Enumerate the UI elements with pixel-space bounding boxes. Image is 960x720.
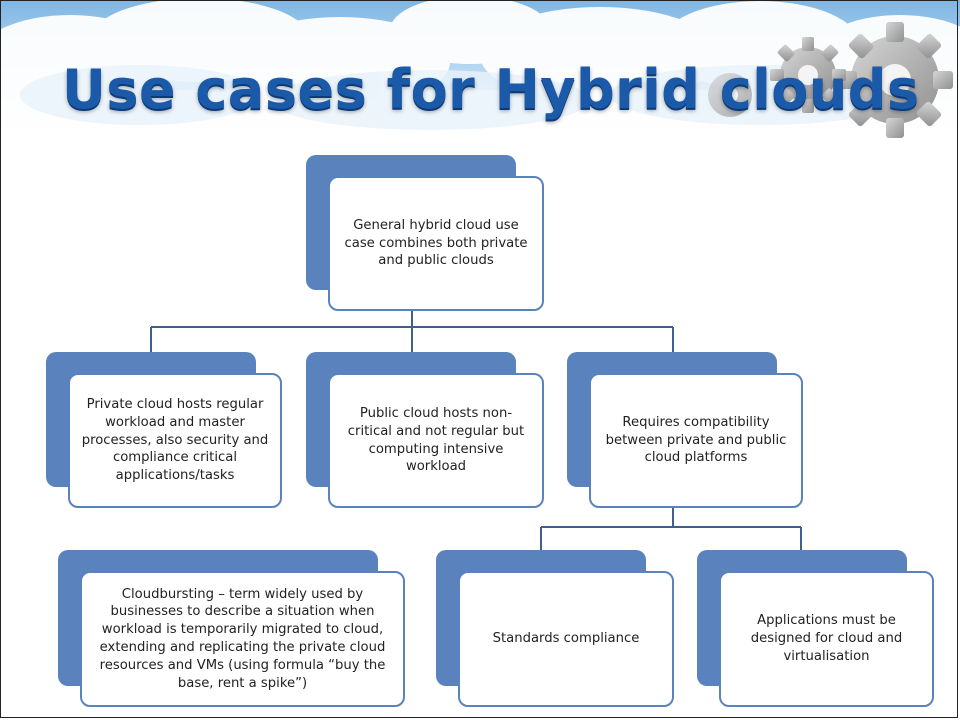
compatibility-node: Requires compatibility between private a… (567, 352, 803, 508)
public-cloud-node-box: Public cloud hosts non-critical and not … (328, 373, 544, 508)
cloudbursting-note-node: Cloudbursting – term widely used by busi… (58, 550, 405, 707)
standards-compliance-node-box: Standards compliance (458, 571, 674, 707)
private-cloud-node-box: Private cloud hosts regular workload and… (68, 373, 282, 508)
applications-design-node: Applications must be designed for cloud … (697, 550, 934, 707)
root-node: General hybrid cloud use case combines b… (306, 155, 544, 311)
slide-title: Use cases for Hybrid clouds (62, 58, 920, 121)
standards-compliance-node: Standards compliance (436, 550, 674, 707)
applications-design-node-box: Applications must be designed for cloud … (719, 571, 934, 707)
root-node-box: General hybrid cloud use case combines b… (328, 176, 544, 311)
cloudbursting-note-box: Cloudbursting – term widely used by busi… (80, 571, 405, 707)
private-cloud-node: Private cloud hosts regular workload and… (46, 352, 282, 508)
gear-icon (708, 22, 953, 138)
public-cloud-node: Public cloud hosts non-critical and not … (306, 352, 544, 508)
compatibility-node-box: Requires compatibility between private a… (589, 373, 803, 508)
